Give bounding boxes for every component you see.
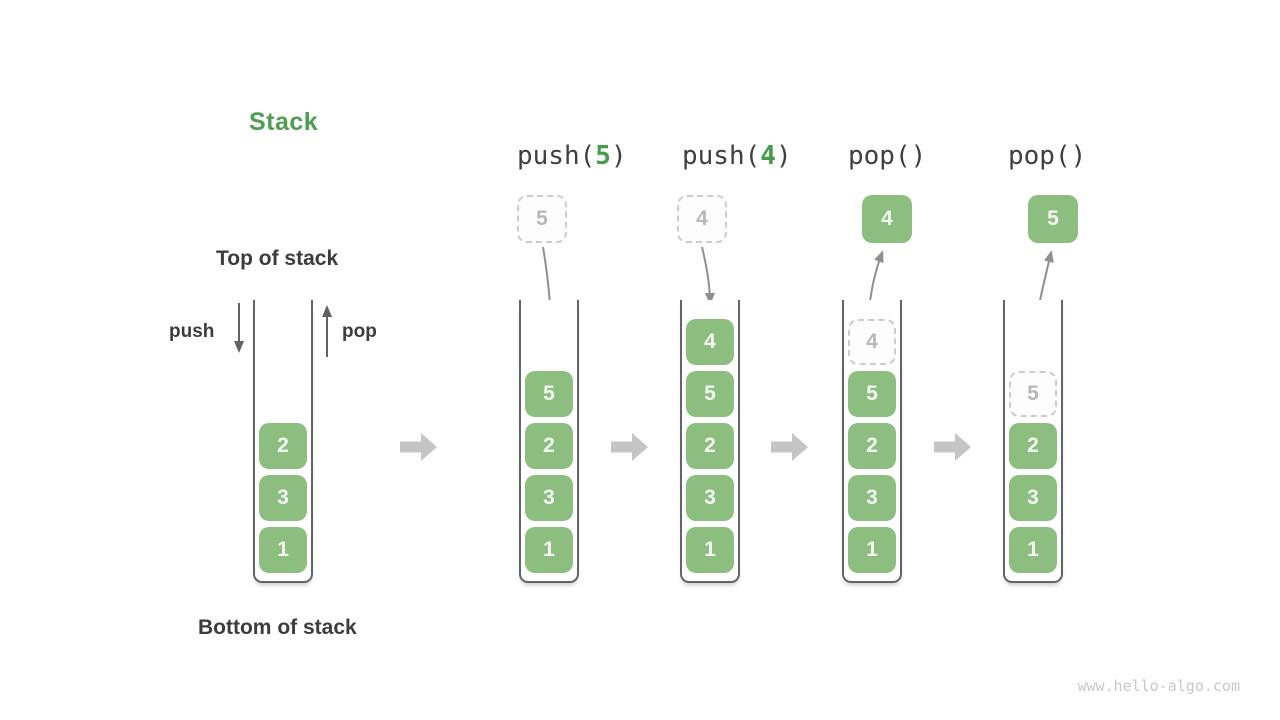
stack-cell: 4 — [686, 319, 734, 365]
stack-cell: 1 — [686, 527, 734, 573]
popped-value-box: 4 — [862, 195, 912, 243]
op-label-arg: 4 — [760, 141, 776, 171]
op-label-text: push( — [517, 141, 596, 171]
stack-cell: 2 — [525, 423, 573, 469]
stack-cell: 3 — [848, 475, 896, 521]
op-label-push-5: push(5) — [517, 141, 627, 171]
op-label-text: ) — [775, 141, 792, 171]
op-label-text: pop() — [848, 141, 927, 171]
stack-cell: 3 — [525, 475, 573, 521]
stack-cell: 3 — [259, 475, 307, 521]
stack-cell: 2 — [686, 423, 734, 469]
bottom-of-stack-label: Bottom of stack — [198, 616, 357, 639]
stack-cell-removed: 4 — [848, 319, 896, 365]
stack-cell-removed: 5 — [1009, 371, 1057, 417]
stack-cell: 5 — [525, 371, 573, 417]
push-4-curve-arrow — [701, 246, 715, 305]
top-of-stack-label: Top of stack — [216, 247, 339, 270]
stack-cell: 1 — [1009, 527, 1057, 573]
stack-cell: 2 — [848, 423, 896, 469]
op-label-push-4: push(4) — [682, 141, 792, 171]
transition-arrow-icon — [400, 433, 437, 461]
stack-cell: 5 — [686, 371, 734, 417]
op-label-text: push( — [682, 141, 761, 171]
stack-cell: 1 — [848, 527, 896, 573]
stack-cell: 5 — [848, 371, 896, 417]
transition-arrow-icon — [771, 433, 808, 461]
watermark: www.hello-algo.com — [1077, 677, 1240, 695]
stack-cell: 2 — [1009, 423, 1057, 469]
op-label-text: pop() — [1008, 141, 1087, 171]
pop-arrow-label: pop — [342, 321, 377, 342]
push-arrow-label: push — [169, 321, 215, 342]
page-title: Stack — [249, 108, 319, 136]
stack-cell: 1 — [259, 527, 307, 573]
popped-value-box: 5 — [1028, 195, 1078, 243]
op-label-pop-first: pop() — [848, 141, 926, 171]
stack-cell: 3 — [686, 475, 734, 521]
op-label-text: ) — [610, 141, 627, 171]
transition-arrow-icon — [934, 433, 971, 461]
incoming-value-box: 5 — [517, 195, 567, 243]
transition-arrow-icon — [611, 433, 648, 461]
op-label-arg: 5 — [595, 141, 611, 171]
incoming-value-box: 4 — [677, 195, 727, 243]
op-label-pop-second: pop() — [1008, 141, 1086, 171]
stack-cell: 3 — [1009, 475, 1057, 521]
stack-cell: 2 — [259, 423, 307, 469]
stack-cell: 1 — [525, 527, 573, 573]
